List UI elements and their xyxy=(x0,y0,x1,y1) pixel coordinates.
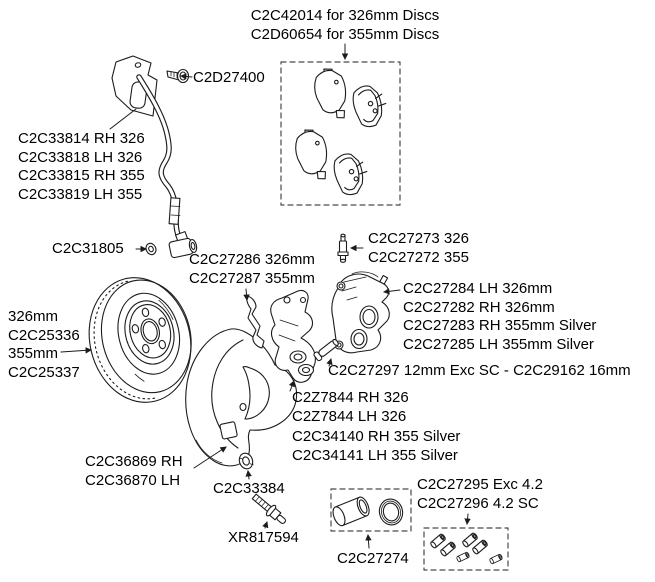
shield-grommet-drawing xyxy=(238,452,254,470)
part-number: C2D60654 for 355mm Discs xyxy=(250,25,440,43)
part-number: C2C27286 326mm xyxy=(189,251,315,268)
label-brake-hose: C2C33814 RH 326 C2C33818 LH 326 C2C33815… xyxy=(18,130,145,204)
part-number: C2C27285 LH 355mm Silver xyxy=(403,335,594,353)
part-number: C2Z7844 LH 326 xyxy=(292,407,407,425)
label-piston-seal-kit: C2C27274 xyxy=(337,550,409,569)
part-number: C2Z7844 RH 326 xyxy=(292,389,409,406)
brake-disc-drawing xyxy=(88,277,192,403)
leader-lines xyxy=(60,43,471,549)
pad-spring-drawing xyxy=(246,295,265,349)
part-number: C2C27284 LH 326mm xyxy=(403,280,553,297)
sleeve-kit-drawing xyxy=(423,527,509,571)
part-number: C2C27296 4.2 SC xyxy=(417,494,539,512)
label-anchor-326: C2Z7844 RH 326 C2Z7844 LH 326 xyxy=(292,389,409,426)
caliper-drawing xyxy=(331,271,390,354)
part-number: C2C33818 LH 326 xyxy=(18,148,143,166)
part-number: C2C27287 355mm xyxy=(189,269,315,287)
part-number: C2C27273 326 xyxy=(368,230,469,247)
brake-pads-drawing xyxy=(280,61,401,206)
guide-pin-drawing xyxy=(313,338,339,362)
part-number: C2C27272 355 xyxy=(368,248,469,266)
part-number: C2C27295 Exc 4.2 xyxy=(417,476,543,493)
hose-bracket-drawing xyxy=(111,55,158,117)
part-number: 326mm xyxy=(8,308,59,325)
part-number: C2C36870 LH xyxy=(85,471,181,489)
label-guide-pin: C2C27297 12mm Exc SC - C2C29162 16mm xyxy=(328,362,631,381)
label-caliper: C2C27284 LH 326mm C2C27282 RH 326mm C2C2… xyxy=(403,280,596,354)
bleed-screw-drawing xyxy=(337,233,349,263)
dust-shield-drawing xyxy=(185,328,298,467)
label-brake-disc: 326mm C2C25336 355mm C2C25337 xyxy=(8,308,80,382)
part-number: C2C36869 RH xyxy=(85,453,183,470)
part-number: C2C33814 RH 326 xyxy=(18,130,145,147)
anchor-bracket-drawing xyxy=(270,289,316,383)
part-number: C2D27400 xyxy=(193,69,265,86)
part-number: C2C34141 LH 355 Silver xyxy=(292,446,458,464)
label-dust-shield: C2C36869 RH C2C36870 LH xyxy=(85,453,183,490)
label-shield-grommet: C2C33384 xyxy=(213,480,285,499)
part-number: C2C27282 RH 326mm xyxy=(403,298,555,316)
part-number: C2C33815 RH 355 xyxy=(18,167,145,184)
part-number: C2C27274 xyxy=(337,550,409,567)
label-bleed-screw: C2C27273 326 C2C27272 355 xyxy=(368,230,469,267)
part-number: C2C27297 12mm Exc SC - C2C29162 16mm xyxy=(328,362,631,379)
label-anchor-355: C2C34140 RH 355 Silver C2C34141 LH 355 S… xyxy=(292,428,460,465)
label-pad-spring: C2C27286 326mm C2C27287 355mm xyxy=(189,251,315,288)
label-sleeve-kit: C2C27295 Exc 4.2 C2C27296 4.2 SC xyxy=(417,476,543,513)
part-number: C2C25336 xyxy=(8,326,80,344)
part-number: C2C25337 xyxy=(8,363,80,381)
part-number: C2C33384 xyxy=(213,480,285,497)
part-number: C2C27283 RH 355mm Silver xyxy=(403,317,597,334)
part-number: C2C42014 for 326mm Discs xyxy=(250,7,440,24)
part-number: C2C34140 RH 355 Silver xyxy=(292,428,461,445)
brake-hose-drawing xyxy=(136,74,198,259)
label-shield-bolt: XR817594 xyxy=(228,529,299,548)
part-number: 355mm xyxy=(8,345,59,362)
shield-bolt-drawing xyxy=(251,493,286,524)
label-bracket-bolt: C2D27400 xyxy=(193,69,265,88)
label-hose-washer: C2C31805 xyxy=(52,240,124,259)
part-number: C2C31805 xyxy=(52,240,124,257)
part-number: C2C33819 LH 355 xyxy=(18,185,143,203)
hose-washer-drawing xyxy=(145,242,157,256)
piston-seal-kit-drawing xyxy=(330,488,412,532)
label-pad-kit: C2C42014 for 326mm Discs C2D60654 for 35… xyxy=(225,7,465,44)
part-number: XR817594 xyxy=(228,529,299,546)
